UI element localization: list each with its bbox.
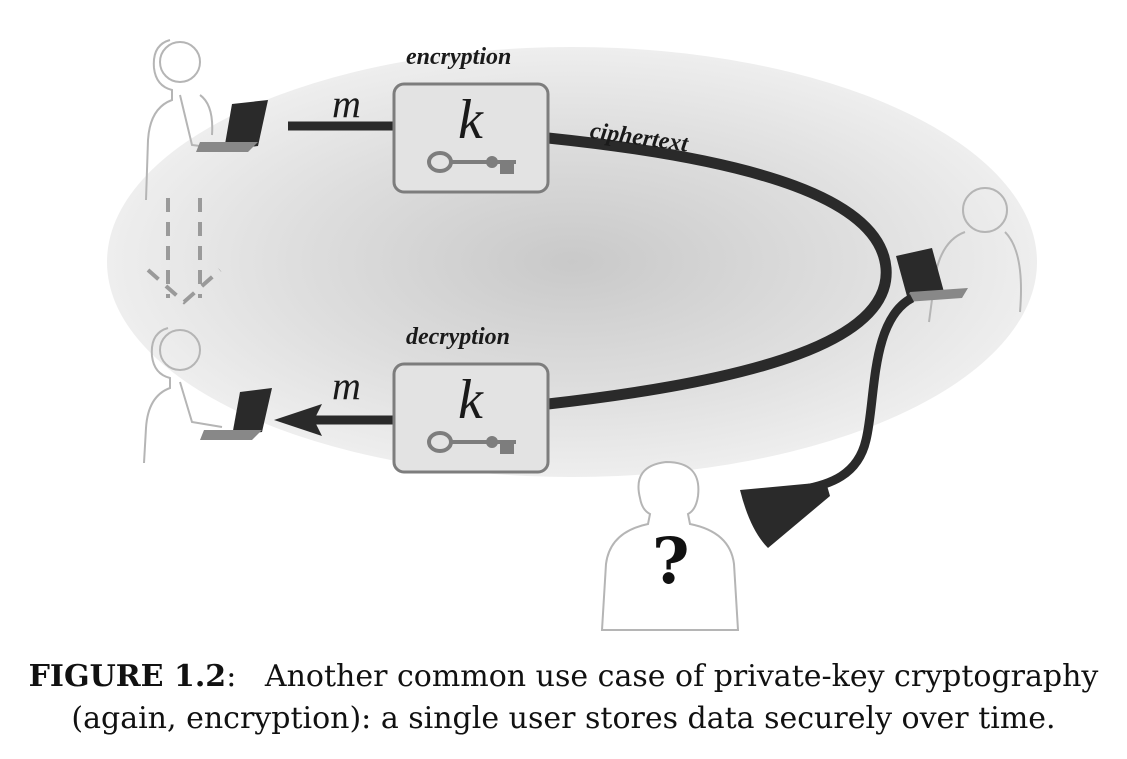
- caption-text-1: Another common use case of private-key c…: [264, 659, 1099, 694]
- eavesdrop-path: [799, 294, 915, 495]
- figure-number: FIGURE 1.2: [28, 659, 227, 694]
- laptop-icon: [196, 100, 268, 152]
- encryption-label: encryption: [406, 44, 512, 70]
- message-label-bottom: m: [332, 363, 361, 408]
- key-label-top: k: [458, 89, 483, 151]
- diagram-canvas: [107, 39, 1037, 631]
- message-label-top: m: [332, 81, 361, 126]
- unknown-party-mark: ?: [652, 524, 690, 599]
- caption-line-1: FIGURE 1.2: Another common use case of p…: [0, 656, 1127, 698]
- key-icon: [427, 151, 516, 174]
- ciphertext-path: [547, 132, 892, 410]
- eavesdrop-horn: [740, 482, 830, 548]
- figure-caption: FIGURE 1.2: Another common use case of p…: [0, 656, 1127, 740]
- laptop-icon: [896, 248, 968, 302]
- caption-text-2: (again, encryption): a single user store…: [71, 701, 1056, 736]
- caption-separator: :: [226, 659, 237, 694]
- arrowhead-icon: [274, 404, 322, 436]
- key-label-bottom: k: [458, 369, 483, 431]
- adversary-figure: [600, 460, 740, 631]
- decryption-label: decryption: [406, 324, 510, 350]
- time-arrow-dashed: [146, 198, 222, 305]
- secure-zone-ellipse: [107, 47, 1037, 477]
- user-past-figure: [145, 39, 233, 201]
- user-future-figure: [143, 327, 223, 464]
- laptop-icon: [200, 388, 272, 440]
- key-icon: [427, 431, 516, 454]
- figure-diagram: encryption decryption m m k k ciphertext…: [107, 39, 1037, 631]
